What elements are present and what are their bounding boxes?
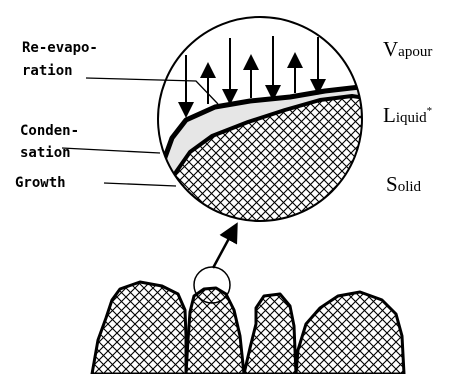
- leader-line-growth: [104, 183, 176, 186]
- leader-line-reevaporation: [86, 78, 218, 104]
- magnified-view: [150, 17, 380, 240]
- growth-label: Growth: [15, 175, 66, 191]
- vapour-label: Vapour: [383, 37, 432, 61]
- condensation-label-line2: sation: [20, 145, 71, 161]
- magnify-pointer-arrow: [213, 231, 233, 268]
- phase-labels: Vapour Liquid* Solid: [383, 37, 432, 196]
- liquid-label: Liquid*: [383, 103, 432, 127]
- leader-line-condensation: [62, 148, 160, 153]
- condensation-label-line1: Conden-: [20, 123, 79, 139]
- reevaporation-label-line1: Re-evapo-: [22, 40, 98, 56]
- leader-labels: Re-evapo- ration Conden- sation Growth: [15, 40, 98, 191]
- grain: [186, 288, 244, 374]
- grain: [296, 292, 404, 374]
- solid-label: Solid: [386, 172, 422, 196]
- grain: [92, 282, 186, 374]
- grain-structure: [92, 267, 404, 374]
- grain: [244, 294, 296, 374]
- reevaporation-label-line2: ration: [22, 63, 73, 79]
